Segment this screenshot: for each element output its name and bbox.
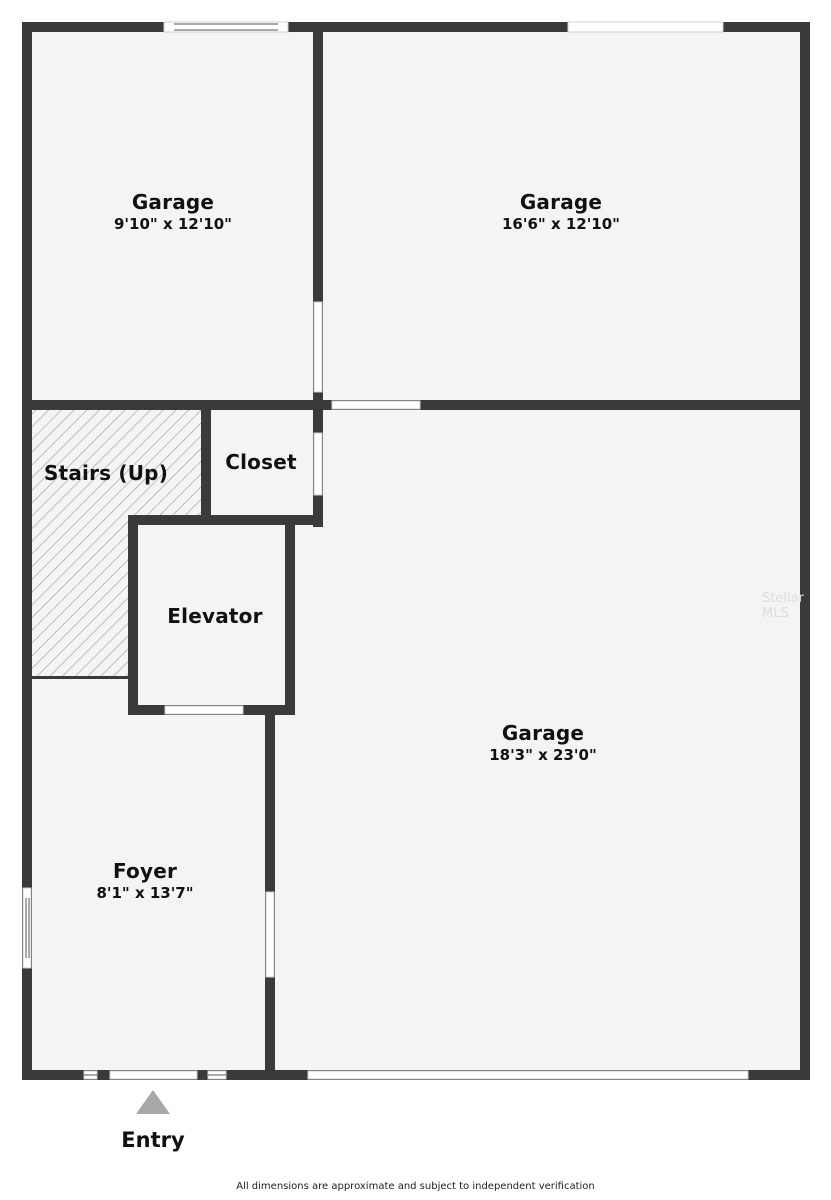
room-label-stairs: Stairs (Up) (43, 461, 169, 485)
room-label-garage-small: Garage 9'10" x 12'10" (114, 190, 232, 233)
room-label-foyer: Foyer 8'1" x 13'7" (96, 859, 194, 902)
room-label-elevator: Elevator (167, 604, 263, 628)
entry-arrow-icon (136, 1090, 170, 1114)
room-label-closet: Closet (225, 450, 297, 474)
watermark: Stellar MLS (762, 591, 804, 621)
room-label-garage-top: Garage 16'6" x 12'10" (502, 190, 620, 233)
footer-disclaimer: All dimensions are approximate and subje… (236, 1181, 595, 1192)
room-label-garage-main: Garage 18'3" x 23'0" (489, 721, 597, 764)
entry-label: Entry (121, 1128, 185, 1152)
